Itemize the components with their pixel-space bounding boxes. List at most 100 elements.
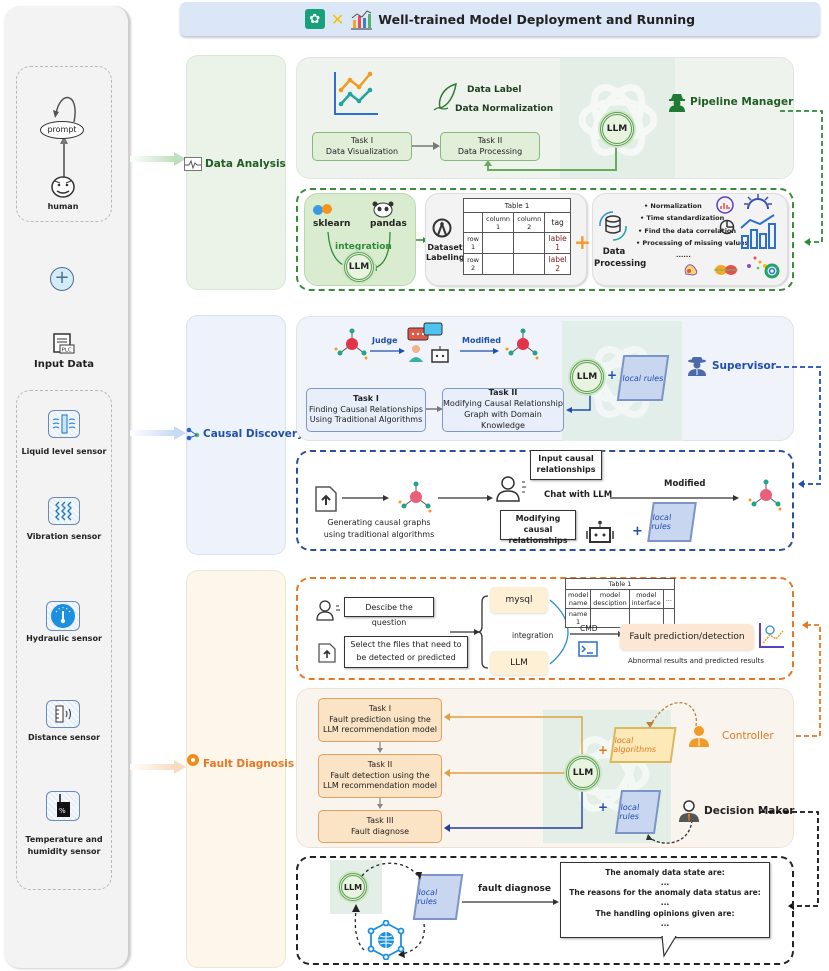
mysql-node[interactable]: mysql [490, 587, 548, 613]
diagnosis-output-bubble: The anomaly data state are: ... The reas… [560, 862, 770, 938]
compass-icon [432, 218, 452, 238]
data-analysis-detail-panel [296, 188, 794, 291]
text-line: using traditional algorithms [323, 529, 435, 539]
integration-label: integration [335, 242, 392, 252]
role-label: Supervisor [712, 360, 776, 372]
task-modifying-causal[interactable]: Task II Modifying Causal Relationship Gr… [442, 388, 564, 432]
table-cell [513, 232, 546, 254]
task-data-visualization[interactable]: Task I Data Visualization [312, 132, 412, 161]
stage-fault-diagnosis [186, 570, 286, 968]
stage-label-fault-diagnosis: Fault Diagnosis [186, 750, 294, 770]
input-panel [4, 6, 130, 968]
vibration-icon [48, 497, 80, 525]
plus-icon: + [598, 743, 609, 757]
llm-node[interactable]: LLM [566, 756, 600, 790]
sun-gauge-icon [744, 194, 772, 210]
task-desc: Fault detection using the [330, 770, 430, 780]
task-fault-detection[interactable]: Task II Fault detection using the LLM re… [318, 754, 442, 798]
list-item: • Find the data correlation [638, 226, 737, 235]
stage-causal-discovery [186, 315, 286, 555]
plus-icon: + [598, 800, 609, 814]
quill-icon [433, 82, 457, 111]
table-cell: row 2 [462, 253, 484, 275]
list-item: • Normalization [644, 202, 702, 210]
table-cell [482, 232, 515, 254]
task-data-processing[interactable]: Task II Data Processing [440, 132, 540, 161]
task-desc: Fault prediction using the [329, 714, 431, 724]
human-face-icon [51, 176, 75, 198]
arrow-to-chat [438, 495, 493, 501]
stage-title: Fault Diagnosis [203, 758, 295, 770]
task-finding-causal[interactable]: Task I Finding Causal Relationships Usin… [306, 388, 426, 432]
output-line: ... [660, 878, 670, 888]
scatter-dots-icon [747, 256, 767, 270]
llm-to-task2-connector [484, 140, 617, 171]
file-upload-icon [318, 643, 336, 663]
table-cell [590, 608, 630, 628]
blob-icon [684, 264, 698, 276]
stage-label-data-analysis: Data Analysis [184, 157, 286, 171]
decision-cycle-arrow [646, 819, 693, 844]
data-label-text: Data Label [467, 85, 522, 95]
task-desc: Fault diagnose [350, 826, 410, 836]
llm-node[interactable]: LLM [490, 651, 548, 675]
svg-text:%: % [59, 807, 66, 815]
robot-icon [586, 520, 614, 543]
local-algorithms-cube: local algorithms [609, 727, 677, 763]
output-line: ... [660, 918, 670, 928]
pipeline-manager-link [780, 110, 823, 246]
task-fault-diagnose[interactable]: Task III Fault diagnose [318, 810, 442, 843]
user-outline-icon [496, 476, 526, 502]
arrow-modified-output [610, 495, 739, 501]
data-processing-label: Data Processing [594, 247, 647, 269]
dna-icon [714, 265, 738, 275]
prompt-loop-icon [53, 96, 76, 177]
local-rules-cube: local rules [616, 355, 670, 401]
chart-icon [351, 10, 373, 30]
task-title: Task II [477, 135, 503, 145]
arrow-to-output [462, 899, 559, 905]
task-desc: Graph with Domain Knowledge [464, 410, 542, 430]
task-desc: LLM recommendation model [322, 781, 438, 791]
table-header: column 1 [482, 212, 515, 233]
spy-person-icon [669, 94, 685, 112]
fault-prediction-box[interactable]: Fault prediction/detection [620, 624, 754, 650]
data-normalization-text: Data Normalization [455, 104, 554, 114]
chatgpt-logo-icon: ✿ [304, 9, 325, 29]
causal-graph-icon [505, 328, 539, 360]
sensor-label: Vibration sensor [26, 532, 102, 541]
describe-question-bubble: Descibe the question [344, 597, 434, 627]
llm-node[interactable]: LLM [600, 112, 634, 146]
table-header: ... [662, 589, 675, 609]
chat-with-llm-label: Chat with LLM [544, 490, 613, 500]
liquid-level-icon [48, 410, 80, 438]
task-desc: Modifying Causal Relationship [443, 399, 563, 409]
task-desc: Finding Causal Relationships [309, 404, 423, 414]
cmd-label: CMD [580, 624, 598, 633]
stage-title: Causal Discovery [203, 428, 304, 440]
arrow-task1-task2 [412, 142, 440, 150]
person-robot-chat-icon [407, 322, 449, 363]
output-line: The anomaly data state are: [605, 868, 725, 877]
llm-node[interactable]: LLM [339, 873, 367, 901]
task-desc: Using Traditional Algorithms [309, 415, 423, 425]
list-ellipsis: ...... [676, 251, 691, 260]
llm-node[interactable]: LLM [570, 360, 604, 394]
controller-person-icon [689, 726, 709, 747]
llm-node[interactable]: LLM [344, 252, 374, 282]
table-header: model desciption [590, 589, 630, 609]
cycle-arrows [352, 862, 425, 958]
controller-cycle-arrow [646, 702, 697, 728]
controller-link [780, 621, 821, 737]
fault-output-panel [296, 856, 794, 965]
task-fault-prediction[interactable]: Task I Fault prediction using the LLM re… [318, 698, 442, 742]
table-cell: lable 1 [544, 232, 571, 254]
flow-arrow-blue [130, 426, 186, 440]
output-line: ... [660, 898, 670, 908]
table-title: Table 1 [565, 578, 675, 590]
plus-circle-icon[interactable]: + [50, 267, 74, 291]
table-cell: label 2 [544, 253, 571, 275]
arrow-judge [370, 348, 405, 354]
list-item: • Time standardization [640, 214, 725, 223]
